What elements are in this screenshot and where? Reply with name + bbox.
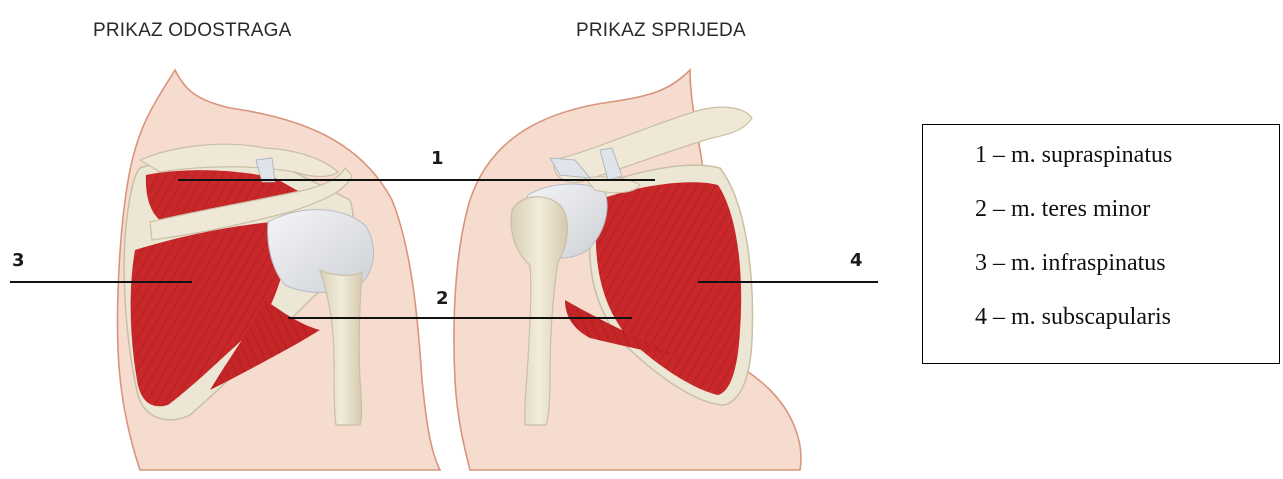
back-view-figure <box>118 70 441 470</box>
label-3: 3 <box>12 250 25 271</box>
label-4: 4 <box>850 250 863 271</box>
label-2: 2 <box>436 288 449 309</box>
back-view-title: PRIKAZ ODOSTRAGA <box>93 20 292 42</box>
legend-box: 1 – m. supraspinatus 2 – m. teres minor … <box>922 124 1280 364</box>
label-1: 1 <box>431 148 444 169</box>
legend-item: 3 – m. infraspinatus <box>975 250 1166 277</box>
legend-item: 4 – m. subscapularis <box>975 304 1171 331</box>
front-view-title: PRIKAZ SPRIJEDA <box>576 20 746 42</box>
legend-item: 2 – m. teres minor <box>975 196 1150 223</box>
front-view-figure <box>454 70 801 470</box>
legend-item: 1 – m. supraspinatus <box>975 142 1172 169</box>
